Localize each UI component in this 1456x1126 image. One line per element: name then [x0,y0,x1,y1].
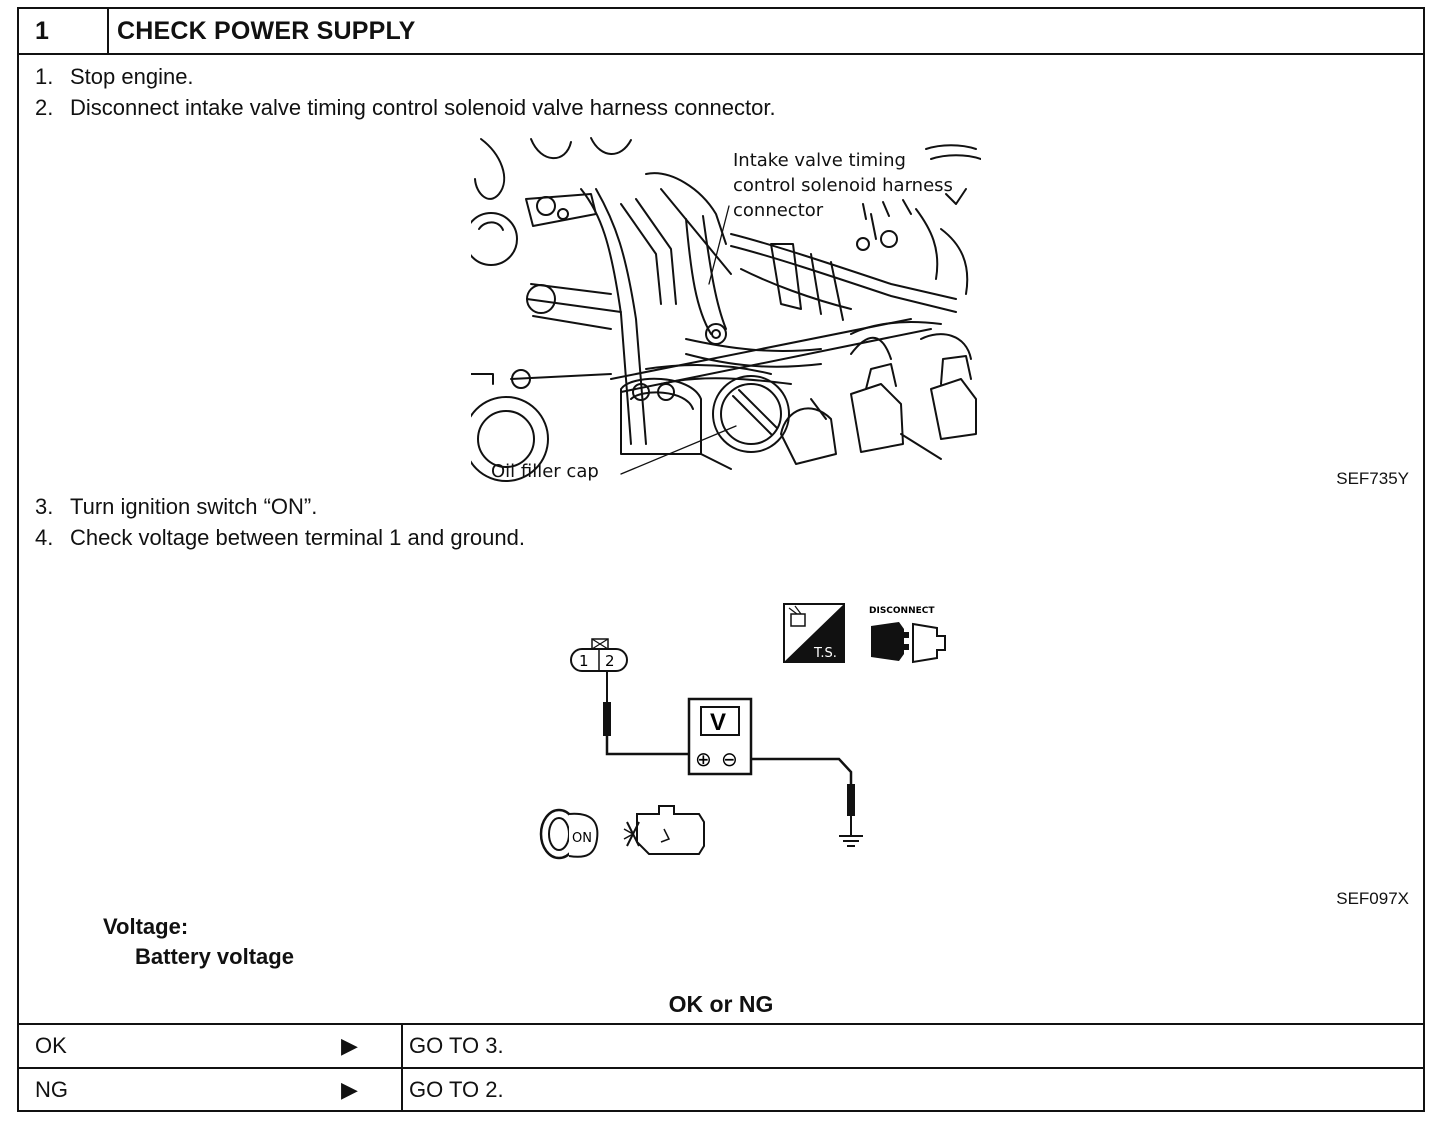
step-header: 1 CHECK POWER SUPPLY [19,9,1423,55]
minus-terminal: ⊖ [721,747,738,771]
callout-oil-filler-cap: Oil filler cap [491,461,599,482]
step-number: 1 [19,9,109,53]
decision-title: OK or NG [668,991,774,1017]
result-action: GO TO 3. [409,1033,504,1058]
callout-solenoid-line2: control solenoid harness [733,175,953,196]
arrow-right-icon: ▶ [341,1033,358,1058]
figure-code: SEF735Y [1336,469,1409,488]
disconnect-label: DISCONNECT [869,606,935,616]
engine-icon [623,805,705,855]
instruction-text: Stop engine. [70,64,194,89]
instruction-number: 4. [35,525,54,550]
callout-solenoid-line1: Intake valve timing [733,150,906,171]
instruction-1: 1. Stop engine. [35,64,194,90]
voltmeter-label: V [710,709,726,736]
instruction-4: 4. Check voltage between terminal 1 and g… [35,525,525,551]
instruction-number: 2. [35,95,54,120]
instruction-3: 3. Turn ignition switch “ON”. [35,494,317,520]
instruction-2: 2. Disconnect intake valve timing control… [35,95,776,121]
callout-solenoid-line3: connector [733,200,824,221]
harness-connector-icon: 1 2 [570,638,628,672]
result-action: GO TO 2. [409,1077,504,1102]
ground-icon [839,816,863,847]
ignition-on-label: ON [572,831,592,846]
result-key: NG [35,1077,68,1102]
column-divider [401,1069,403,1111]
instruction-text: Disconnect intake valve timing control s… [70,95,776,120]
disconnect-icon: DISCONNECT [869,606,946,664]
arrow-right-icon: ▶ [341,1077,358,1102]
result-key: OK [35,1033,67,1058]
voltmeter-icon: V ⊕ ⊖ [687,697,753,776]
connector-pin-2: 2 [605,652,615,670]
instruction-number: 3. [35,494,54,519]
tool-ts-icon: T.S. [783,603,845,663]
engine-illustration: Intake valve timing control solenoid har… [471,137,981,482]
ts-label: T.S. [813,646,837,661]
result-row-ok: OK ▶ GO TO 3. [19,1023,1423,1067]
figure-code: SEF097X [1336,889,1409,908]
column-divider [401,1025,403,1067]
plus-terminal: ⊕ [695,747,712,771]
positive-probe [603,702,611,736]
negative-probe [847,784,855,816]
instruction-text: Check voltage between terminal 1 and gro… [70,525,525,550]
voltage-check-diagram: 1 2 V ⊕ ⊖ T.S. [539,603,946,860]
connector-pin-1: 1 [579,652,589,670]
spec-label: Voltage: [103,914,189,939]
instruction-number: 1. [35,64,54,89]
procedure-sheet: 1 CHECK POWER SUPPLY 1. Stop engine. 2. Di… [17,7,1425,1112]
spec-value: Battery voltage [135,944,294,969]
ignition-key-icon: ON [539,808,599,860]
instruction-text: Turn ignition switch “ON”. [70,494,318,519]
result-row-ng: NG ▶ GO TO 2. [19,1067,1423,1111]
step-title: CHECK POWER SUPPLY [117,17,416,45]
